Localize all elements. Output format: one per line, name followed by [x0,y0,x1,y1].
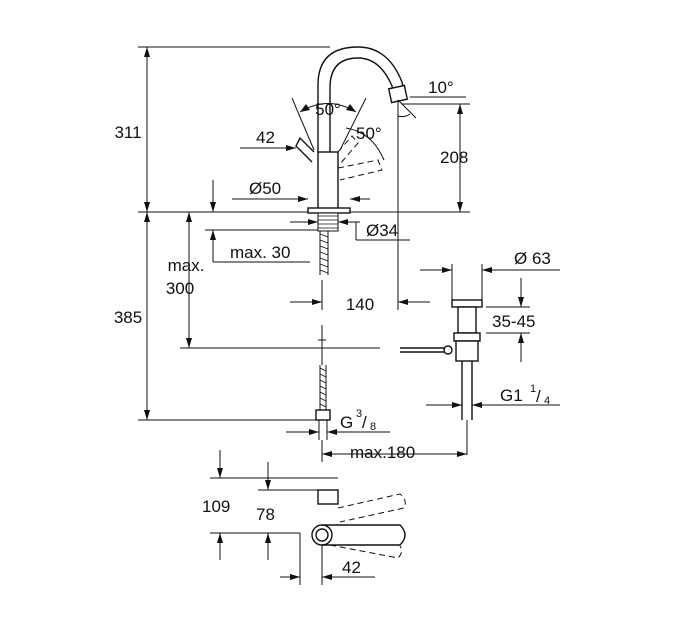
lever-right-dashed [337,135,359,165]
dim-angle-spout: 10° [428,78,454,97]
arrow-icon [350,196,360,202]
drain-flange [451,299,483,308]
spout-inner [329,57,396,152]
dim-35-45: 35-45 [492,312,535,331]
arrow-icon [327,429,337,435]
arrow-icon [472,402,482,408]
dim-140: 140 [346,295,374,314]
svg-text:/: / [362,413,367,432]
arrow-icon [186,212,192,222]
dim-g38: G [340,413,353,432]
faucet-body [317,151,339,213]
arrow-icon [457,104,463,114]
arrow-icon [338,219,348,225]
dim-g38-sub: 8 [370,421,376,433]
dim-g1-sup: 1 [530,383,536,395]
drain-rod-joint [443,345,453,355]
dim-g1-sub: 4 [544,395,550,407]
arrow-icon [452,402,462,408]
drain-body [457,306,477,334]
arrow-icon [290,574,300,580]
arrow-icon [144,202,150,212]
dim-max-30: max. 30 [230,243,290,262]
hose-nut [315,409,331,421]
dim-g1: G1 [500,386,523,405]
dim-42-side: 42 [256,128,275,147]
dim-d34: Ø34 [366,221,398,240]
top-view-base [311,524,333,546]
arrow-icon [482,267,492,273]
arrow-icon [457,451,467,457]
dim-d63: Ø 63 [514,249,551,268]
faucet-base [307,207,351,214]
top-view-lever [317,489,339,505]
angle-arc-side [345,127,385,161]
dim-311: 311 [114,123,141,142]
arrow-icon [322,574,332,580]
arrow-icon [144,212,150,222]
dim-42-top: 42 [342,558,361,577]
dim-109: 109 [202,497,230,516]
lever-left [295,136,315,163]
arrow-icon [217,468,223,478]
arrow-icon [186,338,192,348]
arrow-icon [457,202,463,212]
arrow-icon [265,480,271,490]
arrow-icon [518,333,524,343]
top-view-lever-dashed [337,493,406,523]
dim-g38-sup: 3 [356,408,362,420]
arrow-icon [312,299,322,305]
arrow-icon [442,267,452,273]
arrow-icon [308,219,318,225]
drain-tee [455,340,479,362]
arrow-icon [322,451,332,457]
arrow-icon [210,202,216,212]
dim-78: 78 [256,505,275,524]
dim-d50: Ø50 [249,179,281,198]
arrow-icon [518,297,524,307]
dim-max-180: max.180 [350,443,415,462]
arrow-icon [398,299,408,305]
arrow-icon [144,410,150,420]
lever-side-dashed [337,159,383,181]
arrow-icon [298,196,308,202]
top-view-spout [322,524,406,546]
arrow-icon [210,230,216,240]
dim-angle-top: 50° [315,100,341,119]
dim-385: 385 [114,308,142,327]
arrow-icon [286,145,296,151]
arrow-icon [144,47,150,57]
svg-text:/: / [536,387,541,406]
drain-nut-top [453,332,481,342]
arrow-icon [309,429,319,435]
dim-angle-side: 50° [356,124,382,143]
dim-max-label: max. [168,256,205,275]
arrow-icon [265,533,271,543]
dim-300: 300 [166,279,194,298]
aerator [387,84,409,104]
spout-outer [317,46,406,152]
arrow-icon [217,533,223,543]
dim-208: 208 [440,148,468,167]
